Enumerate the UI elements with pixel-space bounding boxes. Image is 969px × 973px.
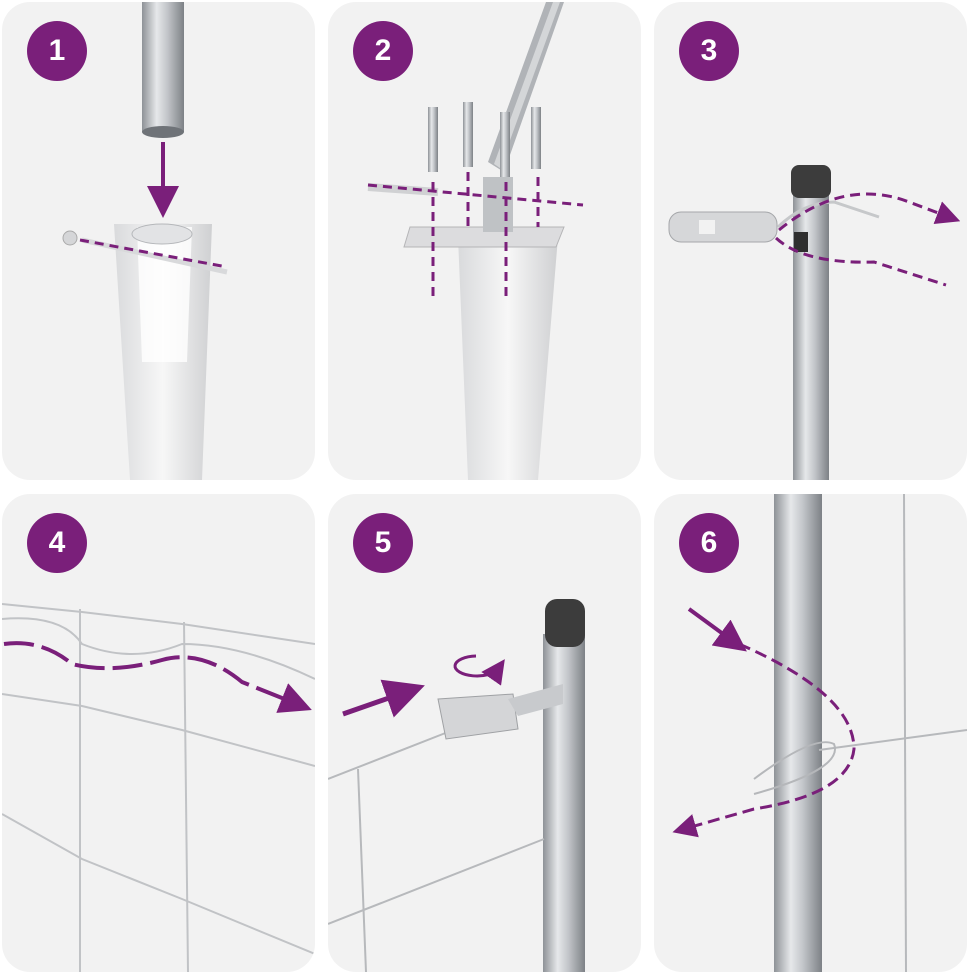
rotate-icon bbox=[453, 654, 505, 686]
post-clamp-illustration bbox=[668, 165, 961, 480]
post-cap bbox=[545, 599, 585, 647]
step-5-panel: 5 bbox=[328, 494, 641, 972]
step-3-panel: 3 bbox=[654, 2, 967, 480]
step-number: 1 bbox=[48, 34, 66, 67]
tension-clamp bbox=[668, 211, 778, 243]
wrap-arrow-icon bbox=[778, 192, 961, 232]
step-4-panel: 4 bbox=[2, 494, 315, 972]
entry-arrow-icon bbox=[687, 607, 747, 652]
wire-tensioner bbox=[437, 693, 519, 740]
post-cap bbox=[791, 165, 831, 198]
post-tube bbox=[142, 2, 184, 132]
dashed-guide-line bbox=[79, 238, 228, 269]
step-number: 6 bbox=[700, 526, 718, 559]
fence-mesh-routing-illustration bbox=[2, 603, 315, 972]
routing-arrow-icon bbox=[3, 641, 312, 713]
wire-mesh bbox=[818, 494, 967, 972]
wire-mesh bbox=[2, 603, 315, 972]
bolt bbox=[81, 237, 228, 275]
fence-post bbox=[793, 182, 829, 480]
step-badge: 4 bbox=[27, 513, 87, 573]
bracket bbox=[483, 177, 513, 232]
fence-post bbox=[774, 494, 822, 972]
step-6-panel: 6 bbox=[654, 494, 967, 972]
tensioner-attach-illustration bbox=[328, 599, 585, 972]
step-badge: 3 bbox=[679, 21, 739, 81]
step-badge: 6 bbox=[679, 513, 739, 573]
wire-mesh bbox=[328, 731, 545, 972]
step-badge: 2 bbox=[353, 21, 413, 81]
step-number: 3 bbox=[700, 34, 718, 67]
step-1-panel: 1 bbox=[2, 2, 315, 480]
step-number: 4 bbox=[48, 526, 66, 559]
ground-spike bbox=[458, 237, 558, 480]
step-badge: 1 bbox=[27, 21, 87, 81]
ground-spike-insert-illustration bbox=[62, 2, 228, 480]
insert-arrow-icon bbox=[342, 679, 425, 718]
step-number: 5 bbox=[374, 526, 392, 559]
step-number: 2 bbox=[374, 34, 392, 67]
base-plate-bolting-illustration bbox=[367, 2, 584, 480]
wire-wrap-around-post-illustration bbox=[672, 494, 967, 972]
step-badge: 5 bbox=[353, 513, 413, 573]
dashed-guide-line bbox=[367, 183, 584, 207]
wrap-direction-arrow-icon bbox=[672, 642, 856, 838]
fence-post bbox=[543, 634, 585, 972]
step-2-panel: 2 bbox=[328, 2, 641, 480]
